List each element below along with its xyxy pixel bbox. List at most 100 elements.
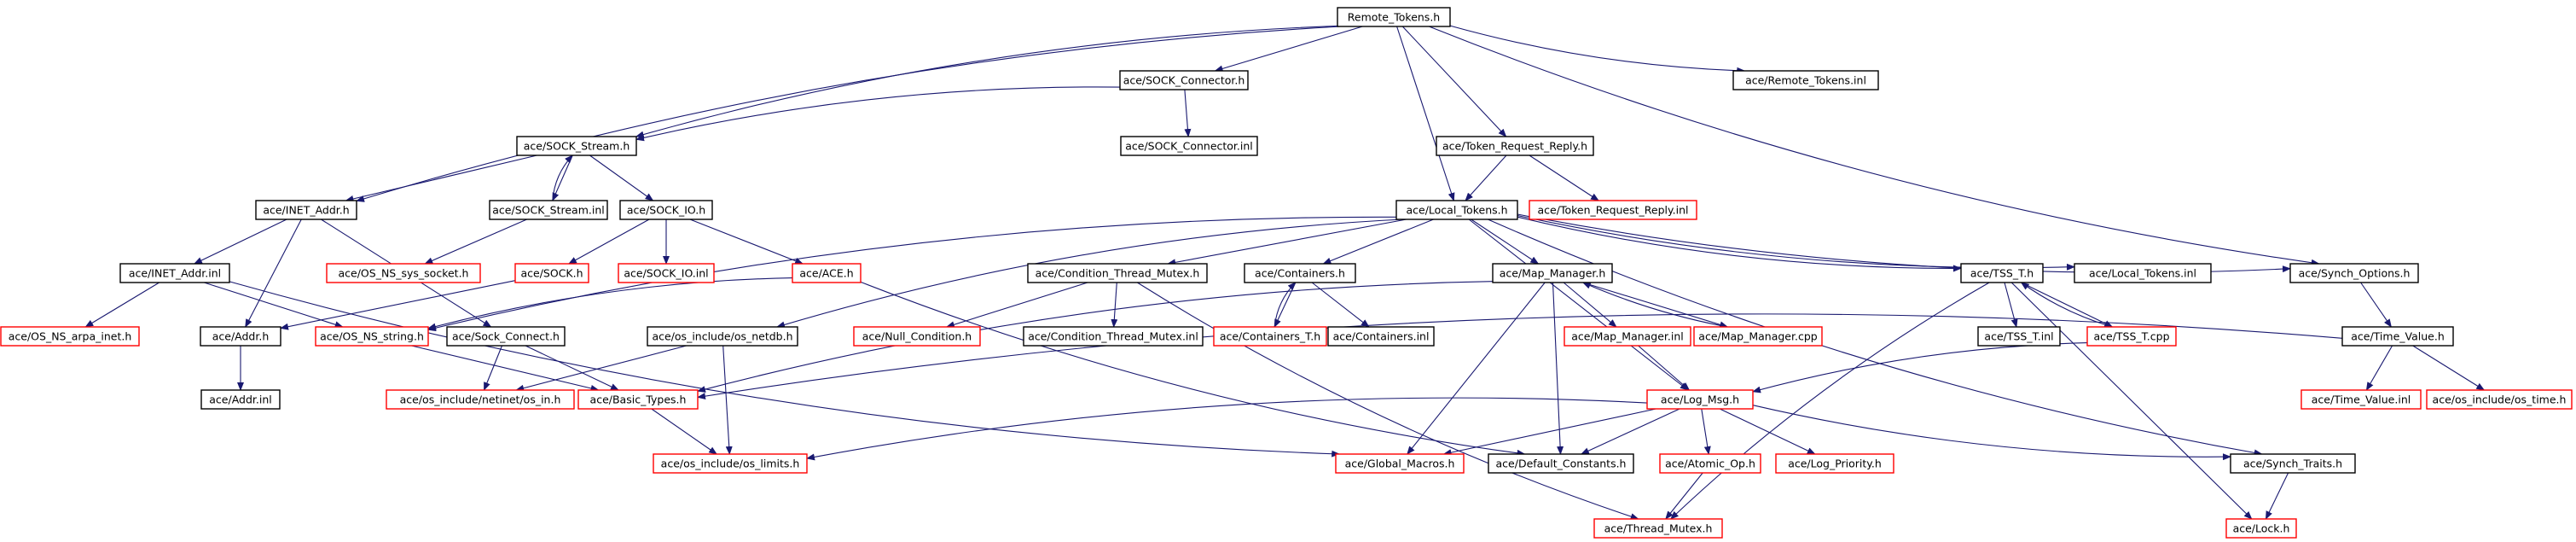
edge-inetaddrinl-to-osnsarpainet bbox=[84, 282, 160, 328]
edge-tokenrr-to-localtokens bbox=[1465, 154, 1507, 201]
node-label-osnsarpainet: ace/OS_NS_arpa_inet.h bbox=[9, 330, 132, 343]
node-box-sockh bbox=[514, 263, 589, 283]
node-tsstcpp[interactable]: ace/TSS_T.cpp bbox=[2086, 326, 2177, 347]
node-aceh[interactable]: ace/ACE.h bbox=[792, 263, 862, 283]
node-logmsg[interactable]: ace/Log_Msg.h bbox=[1646, 389, 1754, 410]
node-root[interactable]: Remote_Tokens.h bbox=[1337, 7, 1451, 27]
node-threadmutex[interactable]: ace/Thread_Mutex.h bbox=[1593, 518, 1723, 539]
node-box-atomicop bbox=[1659, 453, 1761, 474]
node-box-remotetokensinl bbox=[1732, 70, 1879, 90]
node-label-nullcondition: ace/Null_Condition.h bbox=[862, 330, 972, 343]
node-basictypes[interactable]: ace/Basic_Types.h bbox=[577, 389, 699, 410]
node-label-tsstinl: ace/TSS_T.inl bbox=[1984, 330, 2053, 343]
edge-root-to-sockconnector bbox=[1214, 26, 1363, 73]
node-mapmanager[interactable]: ace/Map_Manager.h bbox=[1492, 263, 1613, 283]
node-tsstinl[interactable]: ace/TSS_T.inl bbox=[1977, 326, 2061, 347]
node-timevalue[interactable]: ace/Time_Value.h bbox=[2341, 326, 2454, 347]
node-osnssyssocket[interactable]: ace/OS_NS_sys_socket.h bbox=[326, 263, 481, 283]
edge-sockconnect-to-basictypes bbox=[525, 345, 619, 391]
node-box-containersinl bbox=[1327, 326, 1435, 347]
node-sockio[interactable]: ace/SOCK_IO.h bbox=[619, 200, 713, 220]
node-osnetinetin[interactable]: ace/os_include/netinet/os_in.h bbox=[386, 389, 575, 410]
node-box-timevalue bbox=[2341, 326, 2454, 347]
edge-synchoptions-to-timevalue bbox=[2360, 282, 2392, 328]
node-sockstreaminl[interactable]: ace/SOCK_Stream.inl bbox=[489, 200, 608, 220]
node-sockstream[interactable]: ace/SOCK_Stream.h bbox=[516, 136, 637, 156]
node-tokenrr[interactable]: ace/Token_Request_Reply.h bbox=[1436, 136, 1594, 156]
node-inetaddrinl[interactable]: ace/INET_Addr.inl bbox=[119, 263, 230, 283]
node-defaultconstants[interactable]: ace/Default_Constants.h bbox=[1488, 453, 1634, 474]
node-atomicop[interactable]: ace/Atomic_Op.h bbox=[1659, 453, 1761, 474]
node-timevalueinl[interactable]: ace/Time_Value.inl bbox=[2300, 389, 2422, 410]
node-remotetokensinl[interactable]: ace/Remote_Tokens.inl bbox=[1732, 70, 1879, 90]
edge-osnsstring-to-basictypes bbox=[411, 345, 600, 392]
node-label-localtokens: ace/Local_Tokens.h bbox=[1406, 204, 1507, 217]
node-tokenrrinl[interactable]: ace/Token_Request_Reply.inl bbox=[1529, 200, 1697, 220]
node-containerst[interactable]: ace/Containers_T.h bbox=[1213, 326, 1327, 347]
node-containers[interactable]: ace/Containers.h bbox=[1244, 263, 1356, 283]
edge-mapmanager-to-mapmanagercpp bbox=[1582, 282, 1729, 329]
node-localtokens[interactable]: ace/Local_Tokens.h bbox=[1395, 200, 1518, 220]
edge-sockstream-to-sockstreaminl bbox=[552, 154, 573, 201]
node-addrinl[interactable]: ace/Addr.inl bbox=[200, 389, 281, 410]
node-condmutex[interactable]: ace/Condition_Thread_Mutex.h bbox=[1027, 263, 1208, 283]
node-sockioinl[interactable]: ace/SOCK_IO.inl bbox=[618, 263, 715, 283]
edge-inetaddr-to-inetaddrinl bbox=[193, 219, 287, 265]
node-sockconnect[interactable]: ace/Sock_Connect.h bbox=[446, 326, 566, 347]
edge-sockio-to-aceh bbox=[689, 219, 804, 265]
node-box-osnssyssocket bbox=[326, 263, 481, 283]
node-box-tokenrrinl bbox=[1529, 200, 1697, 220]
node-box-localtokens bbox=[1395, 200, 1518, 220]
node-osnsstring[interactable]: ace/OS_NS_string.h bbox=[315, 326, 429, 347]
node-mapmanagercpp[interactable]: ace/Map_Manager.cpp bbox=[1693, 326, 1823, 347]
node-box-basictypes bbox=[577, 389, 699, 410]
node-label-logpriority: ace/Log_Priority.h bbox=[1788, 457, 1882, 470]
node-containersinl[interactable]: ace/Containers.inl bbox=[1327, 326, 1435, 347]
edge-timevalue-to-ostime bbox=[2412, 345, 2486, 391]
node-sockconnectorinl[interactable]: ace/SOCK_Connector.inl bbox=[1120, 136, 1258, 156]
edge-aceh-to-osnsstring bbox=[427, 277, 793, 330]
node-mapmanagerinl[interactable]: ace/Map_Manager.inl bbox=[1564, 326, 1691, 347]
node-label-remotetokensinl: ace/Remote_Tokens.inl bbox=[1745, 74, 1866, 87]
node-sockh[interactable]: ace/SOCK.h bbox=[514, 263, 589, 283]
edge-inetaddrinl-to-globalmacros bbox=[229, 281, 1341, 457]
edge-condmutex-to-nullcondition bbox=[945, 282, 1088, 329]
node-globalmacros[interactable]: ace/Global_Macros.h bbox=[1335, 453, 1465, 474]
node-condmutexinl[interactable]: ace/Condition_Thread_Mutex.inl bbox=[1023, 326, 1204, 347]
node-synchoptions[interactable]: ace/Synch_Options.h bbox=[2289, 263, 2419, 283]
node-label-containers: ace/Containers.h bbox=[1255, 267, 1345, 280]
edge-localtokens-to-logmsg bbox=[1468, 219, 1689, 391]
node-oslimits[interactable]: ace/os_include/os_limits.h bbox=[653, 453, 808, 474]
node-box-tsst bbox=[1960, 263, 2044, 283]
edge-inetaddrinl-to-osnsstring bbox=[204, 282, 344, 329]
node-label-addrh: ace/Addr.h bbox=[212, 330, 270, 343]
edge-root-to-localtokens bbox=[1396, 26, 1455, 201]
node-label-sockconnector: ace/SOCK_Connector.h bbox=[1123, 74, 1245, 87]
node-box-aceh bbox=[792, 263, 862, 283]
node-label-sockconnect: ace/Sock_Connect.h bbox=[452, 330, 560, 343]
node-addrh[interactable]: ace/Addr.h bbox=[200, 326, 281, 347]
node-nullcondition[interactable]: ace/Null_Condition.h bbox=[853, 326, 981, 347]
edge-localtokens-to-localtokensinl bbox=[1517, 214, 2075, 271]
node-logpriority[interactable]: ace/Log_Priority.h bbox=[1775, 453, 1894, 474]
node-label-ostime: ace/os_include/os_time.h bbox=[2433, 393, 2567, 406]
node-label-synchtraits: ace/Synch_Traits.h bbox=[2243, 457, 2342, 470]
edge-sockconnector-to-sockstream bbox=[635, 86, 1121, 142]
node-osnetdb[interactable]: ace/os_include/os_netdb.h bbox=[647, 326, 798, 347]
edge-localtokens-to-tsst bbox=[1517, 216, 1962, 272]
node-inetaddr[interactable]: ace/INET_Addr.h bbox=[255, 200, 357, 220]
node-label-sockstreaminl: ace/SOCK_Stream.inl bbox=[492, 204, 604, 217]
node-box-mapmanager bbox=[1492, 263, 1613, 283]
node-ostime[interactable]: ace/os_include/os_time.h bbox=[2426, 389, 2573, 410]
edge-aceh-to-defaultconstants bbox=[860, 281, 1526, 457]
node-tsst[interactable]: ace/TSS_T.h bbox=[1960, 263, 2044, 283]
node-lockh[interactable]: ace/Lock.h bbox=[2225, 518, 2297, 539]
node-synchtraits[interactable]: ace/Synch_Traits.h bbox=[2230, 453, 2356, 474]
node-label-sockh: ace/SOCK.h bbox=[520, 267, 583, 280]
node-osnsarpainet[interactable]: ace/OS_NS_arpa_inet.h bbox=[0, 326, 140, 347]
node-localtokensinl[interactable]: ace/Local_Tokens.inl bbox=[2074, 263, 2212, 283]
edge-condmutex-to-threadmutex bbox=[1137, 282, 1639, 520]
node-sockconnector[interactable]: ace/SOCK_Connector.h bbox=[1119, 70, 1249, 90]
node-box-logmsg bbox=[1646, 389, 1754, 410]
edge-timevalue-to-basictypes bbox=[697, 313, 2343, 400]
